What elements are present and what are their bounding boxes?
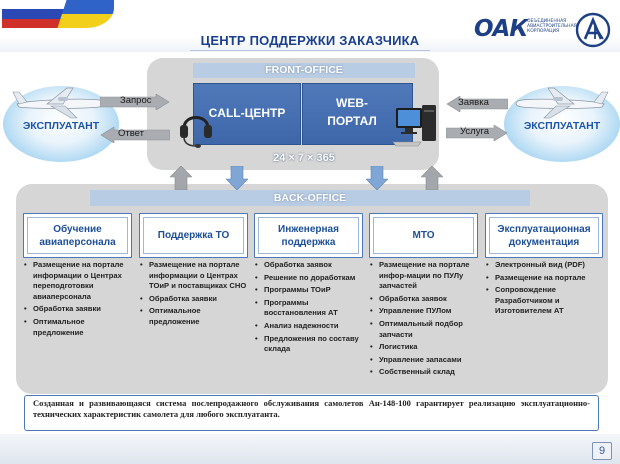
computer-icon: [392, 105, 436, 147]
order-label: Заявка: [458, 97, 489, 108]
column-documentation-list: Электронный вид (PDF) Размещение на порт…: [485, 260, 607, 319]
oak-logo: ОАК: [474, 16, 552, 42]
list-item: Логистика: [369, 342, 483, 353]
list-item: Электронный вид (PDF): [485, 260, 607, 271]
column-documentation: Эксплуатационная документация: [485, 213, 603, 258]
front-office-label: FRONT-OFFICE: [193, 63, 415, 78]
page-number: 9: [592, 442, 612, 460]
list-item: Обработка заявок: [254, 260, 368, 271]
list-item: Оптимальный подбор запчасти: [369, 319, 483, 340]
list-item: Обработка заявки: [139, 294, 253, 305]
column-documentation-title: Эксплуатационная документация: [497, 223, 591, 248]
list-item: Размещение на портале инфор-мации по ПУЛ…: [369, 260, 483, 292]
list-item: Управление ПУЛом: [369, 306, 483, 317]
column-mto-list: Размещение на портале инфор-мации по ПУЛ…: [369, 260, 483, 380]
antonov-logo-icon: [575, 12, 611, 48]
column-maintenance: Поддержка ТО: [139, 213, 248, 258]
list-item: Размещение на портале информации о Центр…: [23, 260, 137, 302]
column-engineering-list: Обработка заявок Решение по доработкам П…: [254, 260, 368, 357]
column-maintenance-list: Размещение на портале информации о Центр…: [139, 260, 253, 330]
list-item: Решение по доработкам: [254, 273, 368, 284]
oak-logo-subtitle: ОБЪЕДИНЕННАЯ АВИАСТРОИТЕЛЬНАЯ КОРПОРАЦИЯ: [527, 19, 577, 34]
column-mto-title: МТО: [412, 230, 435, 241]
list-item: Анализ надежности: [254, 321, 368, 332]
column-training: Обучение авиаперсонала: [23, 213, 132, 258]
operator-right-label: ЭКСПЛУАТАНТ: [523, 120, 601, 132]
list-item: Обработка заявок: [369, 294, 483, 305]
column-training-list: Размещение на портале информации о Центр…: [23, 260, 137, 340]
column-engineering-title: Инженерная поддержка: [278, 223, 339, 248]
list-item: Управление запасами: [369, 355, 483, 366]
list-item: Размещение на портале информации о Центр…: [139, 260, 253, 292]
flags-icon: [2, 0, 114, 28]
column-engineering: Инженерная поддержка: [254, 213, 363, 258]
arrow-response: [100, 127, 170, 143]
service-label: Услуга: [460, 126, 489, 137]
column-mto: МТО: [369, 213, 478, 258]
list-item: Собственный склад: [369, 367, 483, 378]
list-item: Оптимальное предложение: [23, 317, 137, 338]
arrow-up-1: [170, 166, 192, 190]
footer-band: [0, 434, 620, 464]
airplane-left-icon: [12, 87, 106, 119]
airplane-right-icon: [515, 87, 609, 119]
call-center-label: CALL-ЦЕНТР: [208, 106, 286, 120]
list-item: Оптимальное предложение: [139, 306, 253, 327]
arrow-request: [100, 94, 170, 110]
request-label: Запрос: [120, 95, 152, 106]
list-item: Предложения по составу склада: [254, 334, 368, 355]
web-portal-label: WEB-ПОРТАЛ: [327, 96, 377, 128]
headset-icon: [180, 116, 212, 148]
summary-statement: Созданная и развивающаяся система послеп…: [24, 395, 599, 431]
arrow-down-1: [226, 166, 248, 190]
page-title: ЦЕНТР ПОДДЕРЖКИ ЗАКАЗЧИКА: [200, 33, 420, 48]
column-maintenance-title: Поддержка ТО: [157, 230, 230, 241]
list-item: Обработка заявки: [23, 304, 137, 315]
call-center-box: CALL-ЦЕНТР: [193, 83, 301, 145]
back-office-label: BACK-OFFICE: [90, 190, 530, 206]
list-item: Сопровождение Разработчиком и Изготовите…: [485, 285, 607, 317]
arrow-order: [446, 96, 508, 112]
list-item: Программы восстановления АТ: [254, 298, 368, 319]
list-item: Размещение на портале: [485, 273, 607, 284]
title-underline: [190, 50, 430, 51]
arrow-down-2: [366, 166, 388, 190]
list-item: Программы ТОиР: [254, 285, 368, 296]
response-label: Ответ: [118, 128, 144, 139]
hours-label: 24 × 7 × 365: [273, 152, 335, 164]
column-training-title: Обучение авиаперсонала: [39, 223, 116, 248]
arrow-service: [446, 125, 508, 141]
oak-logo-text: ОАК: [474, 16, 528, 42]
web-portal-box: WEB-ПОРТАЛ: [302, 83, 413, 145]
operator-left-label: ЭКСПЛУАТАНТ: [22, 120, 100, 132]
arrow-up-2: [421, 166, 443, 190]
